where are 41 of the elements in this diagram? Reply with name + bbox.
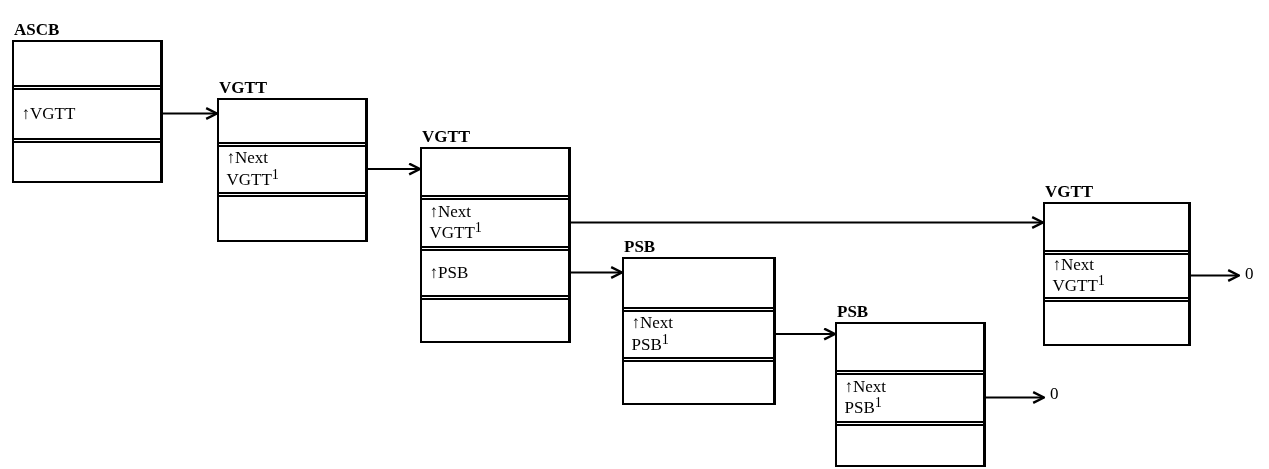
record-field xyxy=(1042,296,1191,346)
record-field xyxy=(216,141,368,197)
record-field xyxy=(419,146,571,200)
record-field xyxy=(11,39,163,90)
record-field xyxy=(621,306,776,362)
record-field xyxy=(419,294,571,343)
field-label: ↑Next PSB$^{1}$ xyxy=(631,313,675,355)
record-field xyxy=(419,194,571,251)
block-title: VGTT xyxy=(1045,183,1094,200)
record-field xyxy=(834,321,986,375)
record-field xyxy=(216,97,368,147)
field-label: ↑PSB xyxy=(429,263,469,282)
block-title: ASCB xyxy=(14,21,60,38)
record-field xyxy=(621,356,776,405)
arrow xyxy=(162,106,219,121)
record-field xyxy=(834,420,986,467)
arrow xyxy=(985,390,1046,405)
record-field xyxy=(834,369,986,426)
record-field xyxy=(419,245,571,300)
arrow xyxy=(367,162,422,176)
block-title: VGTT xyxy=(422,128,471,145)
record-field xyxy=(1042,201,1191,255)
record-field xyxy=(11,137,163,183)
field-label: ↑Next VGTT$^{1}$ xyxy=(1052,255,1106,296)
null-value: 0 xyxy=(1245,265,1254,282)
record-field xyxy=(1042,249,1191,302)
field-label: ↑VGTT xyxy=(21,104,76,123)
arrow xyxy=(775,327,837,341)
record-field xyxy=(11,84,163,143)
record-field xyxy=(621,256,776,312)
block-title: VGTT xyxy=(219,79,268,96)
block-title: PSB xyxy=(837,303,869,320)
field-label: ↑Next VGTT$^{1}$ xyxy=(429,202,483,243)
arrow xyxy=(1190,268,1241,283)
null-value: 0 xyxy=(1050,385,1059,402)
arrow xyxy=(570,215,1045,230)
field-label: ↑Next VGTT$^{1}$ xyxy=(226,148,280,190)
arrow xyxy=(570,265,624,280)
record-field xyxy=(216,191,368,242)
field-label: ↑Next PSB$^{1}$ xyxy=(844,377,888,418)
block-title: PSB xyxy=(624,238,656,255)
